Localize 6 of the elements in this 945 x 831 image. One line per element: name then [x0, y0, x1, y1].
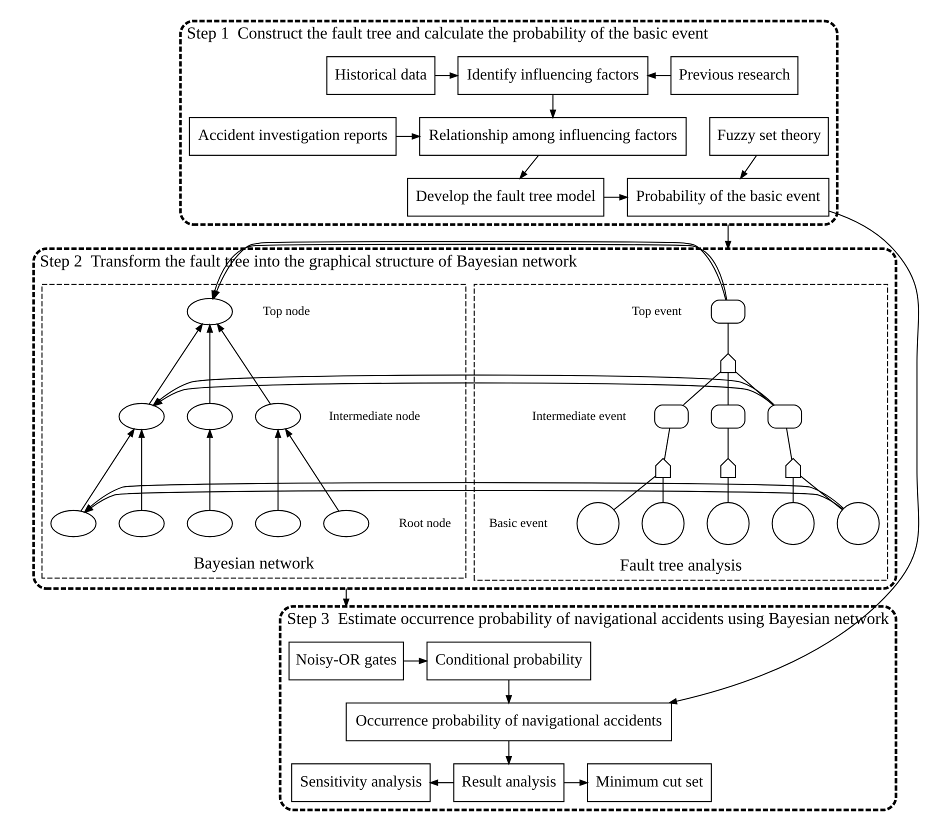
node-label: Root node	[398, 516, 451, 530]
node-label: Intermediate event	[532, 408, 626, 423]
node-label: Top event	[632, 304, 682, 318]
node-label: Basic event	[489, 516, 548, 530]
node-label: Top node	[262, 304, 310, 318]
node-label: Intermediate node	[328, 408, 420, 423]
